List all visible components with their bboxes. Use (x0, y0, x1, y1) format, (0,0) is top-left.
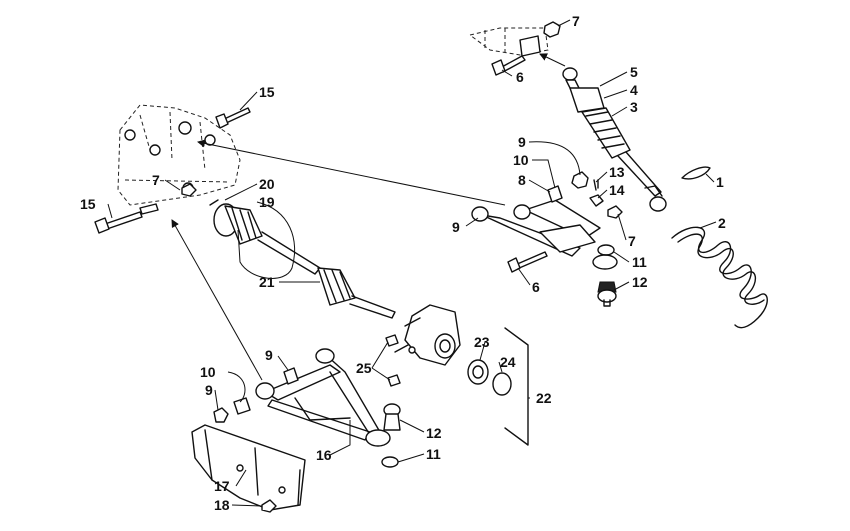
callout-8: 8 (518, 172, 526, 188)
leader-lines (107, 19, 717, 507)
callout-10-upper: 10 (513, 152, 529, 168)
bolt-15-upper (215, 107, 251, 129)
callout-7-left: 7 (152, 172, 160, 188)
cv-axle (209, 199, 396, 319)
callout-3: 3 (630, 99, 638, 115)
callout-12-lower: 12 (426, 425, 442, 441)
bolt-25-upper (385, 334, 399, 347)
callout-20: 20 (259, 176, 275, 192)
callout-labels: 1 2 3 4 5 6 6 7 7 7 8 9 9 9 9 10 10 11 1… (80, 13, 726, 513)
callout-12-upper: 12 (632, 274, 648, 290)
nut-14 (589, 194, 604, 207)
callout-24: 24 (500, 354, 516, 370)
cap-9-lower-1 (283, 367, 299, 385)
lower-a-arm (255, 348, 391, 447)
callout-5: 5 (630, 64, 638, 80)
callout-1: 1 (716, 174, 724, 190)
bolt-25-lower (387, 374, 401, 387)
coil-spring (671, 226, 768, 329)
callout-13: 13 (609, 164, 625, 180)
callout-21: 21 (259, 274, 275, 290)
cotter-pin-13 (593, 179, 599, 191)
callout-6-upper: 6 (516, 69, 524, 85)
cap-9-lower-2 (213, 407, 229, 423)
retaining-ring-11-lower (381, 456, 399, 468)
callout-2: 2 (718, 215, 726, 231)
callout-17: 17 (214, 478, 230, 494)
callout-7-arm: 7 (628, 233, 636, 249)
bolt-15-lower (94, 211, 143, 234)
callout-19: 19 (259, 194, 275, 210)
callout-11-upper: 11 (632, 254, 647, 270)
callout-6-arm: 6 (532, 279, 540, 295)
nut-7-left (181, 183, 197, 197)
bracket-22 (504, 327, 529, 446)
ball-joint-12-upper (597, 281, 617, 307)
callout-9-arm: 9 (452, 219, 460, 235)
callout-7-upper: 7 (572, 13, 580, 29)
upper-a-arm (471, 199, 618, 270)
bearing-23 (467, 359, 489, 385)
callout-10-lower: 10 (200, 364, 216, 380)
callout-16: 16 (316, 447, 332, 463)
bolt-6-upper (491, 55, 526, 76)
skid-plate (191, 424, 306, 511)
callout-4: 4 (630, 82, 638, 98)
callout-9-lower-2: 9 (205, 382, 213, 398)
nut-7-arm (607, 205, 623, 219)
callout-9-lower-1: 9 (265, 347, 273, 363)
steering-knuckle (394, 304, 461, 366)
callout-14: 14 (609, 182, 625, 198)
callout-9-upper: 9 (518, 134, 526, 150)
upper-frame-bracket (468, 27, 549, 57)
callout-15-lower: 15 (80, 196, 96, 212)
cap-9-upper (571, 171, 589, 189)
callout-25: 25 (356, 360, 372, 376)
retaining-ring-11-upper (597, 244, 615, 256)
spring-clip (681, 166, 711, 180)
callout-18: 18 (214, 497, 230, 513)
pivot-bushing-8 (547, 185, 563, 203)
bolt-6-arm (507, 251, 548, 273)
callout-22: 22 (536, 390, 552, 406)
bolt-6-left (139, 203, 159, 215)
snap-ring-24 (492, 372, 512, 396)
callout-15-upper: 15 (259, 84, 275, 100)
bolt-18 (261, 499, 277, 513)
callout-23: 23 (474, 334, 490, 350)
callout-11-lower: 11 (426, 446, 441, 462)
ball-joint-12-lower (383, 403, 401, 431)
shock-absorber (562, 67, 667, 212)
nut-7-upper (543, 21, 561, 38)
